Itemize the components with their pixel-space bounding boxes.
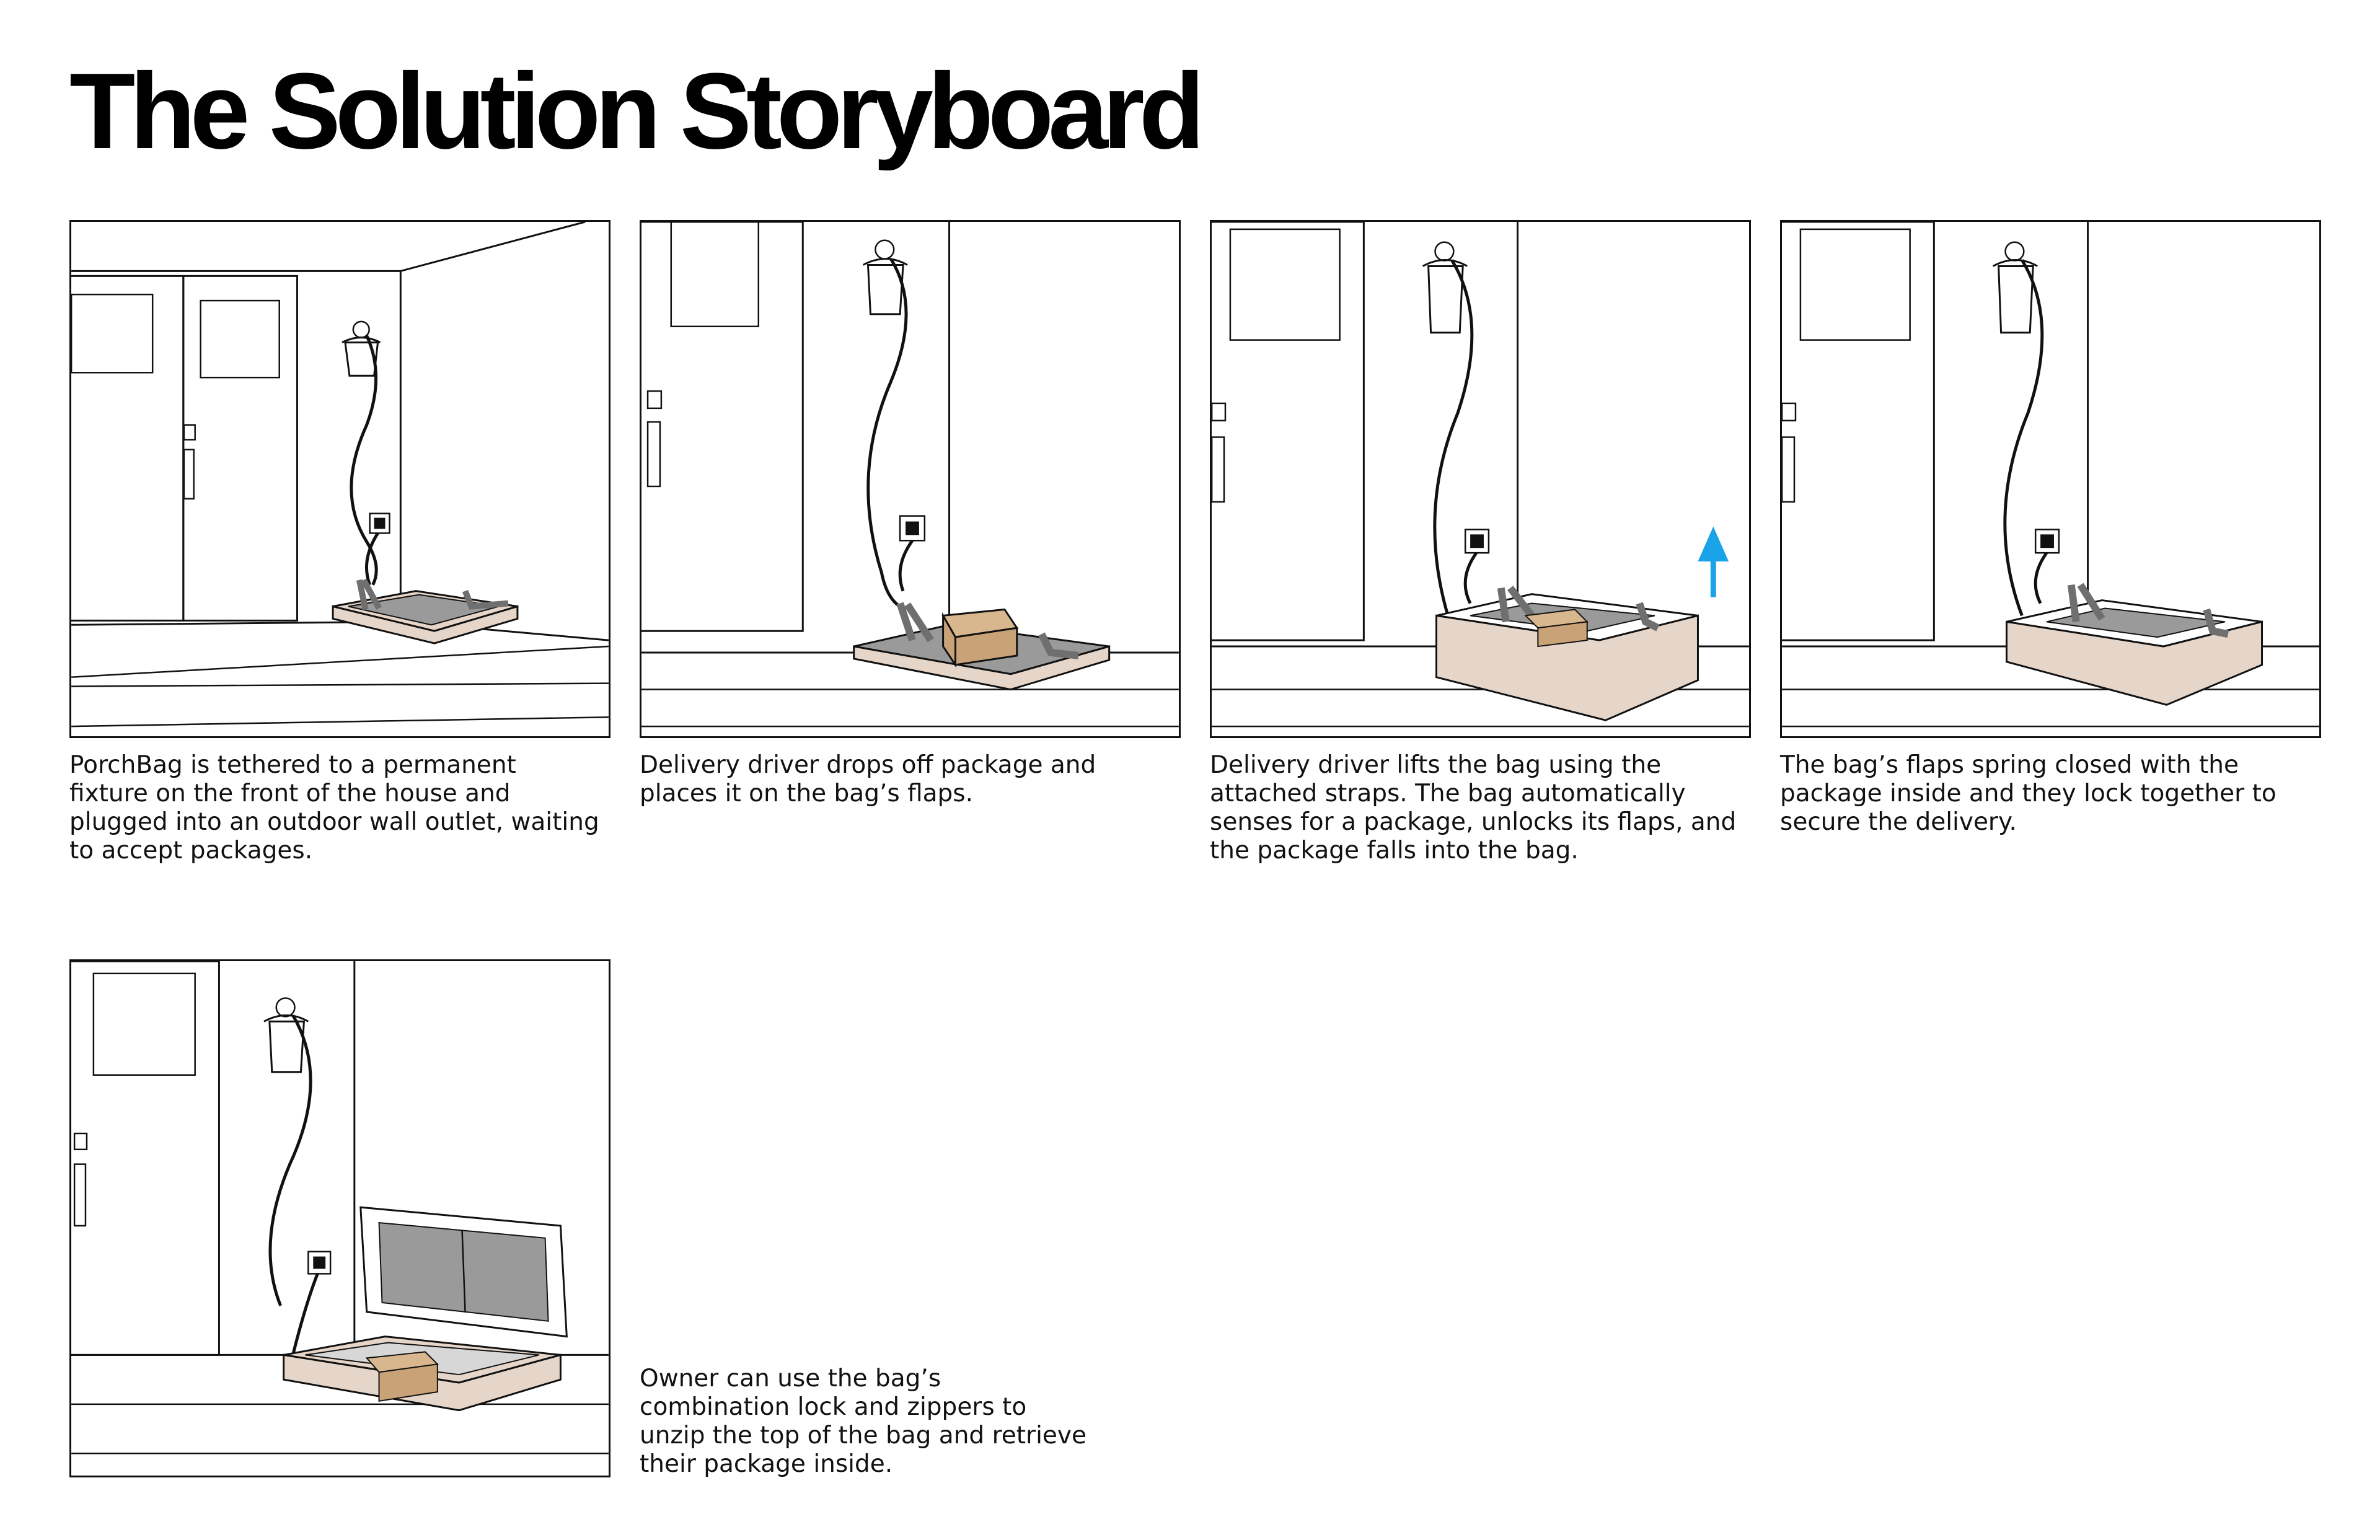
panel-3-caption: Delivery driver lifts the bag using the …	[1210, 751, 1737, 865]
panel-4-caption: The bag’s flaps spring closed with the p…	[1780, 751, 2276, 836]
page-title: The Solution Storyboard	[69, 50, 1205, 171]
panel-4-illustration	[1782, 222, 2319, 728]
panel-5-illustration	[71, 961, 609, 1454]
panel-1-illustration	[71, 222, 609, 728]
panel-3-illustration	[1212, 222, 1749, 728]
storyboard-panel-4	[1780, 220, 2321, 738]
panel-1-caption: PorchBag is tethered to a permanent fixt…	[69, 751, 599, 865]
panel-5-caption: Owner can use the bag’s combination lock…	[640, 1365, 1086, 1478]
storyboard-panel-5	[69, 959, 610, 1477]
panel-2-illustration	[641, 222, 1179, 728]
storyboard-panel-3	[1210, 220, 1751, 738]
storyboard-panel-2	[640, 220, 1181, 738]
panel-2-caption: Delivery driver drops off package and pl…	[640, 751, 1096, 807]
storyboard-panel-1	[69, 220, 610, 738]
